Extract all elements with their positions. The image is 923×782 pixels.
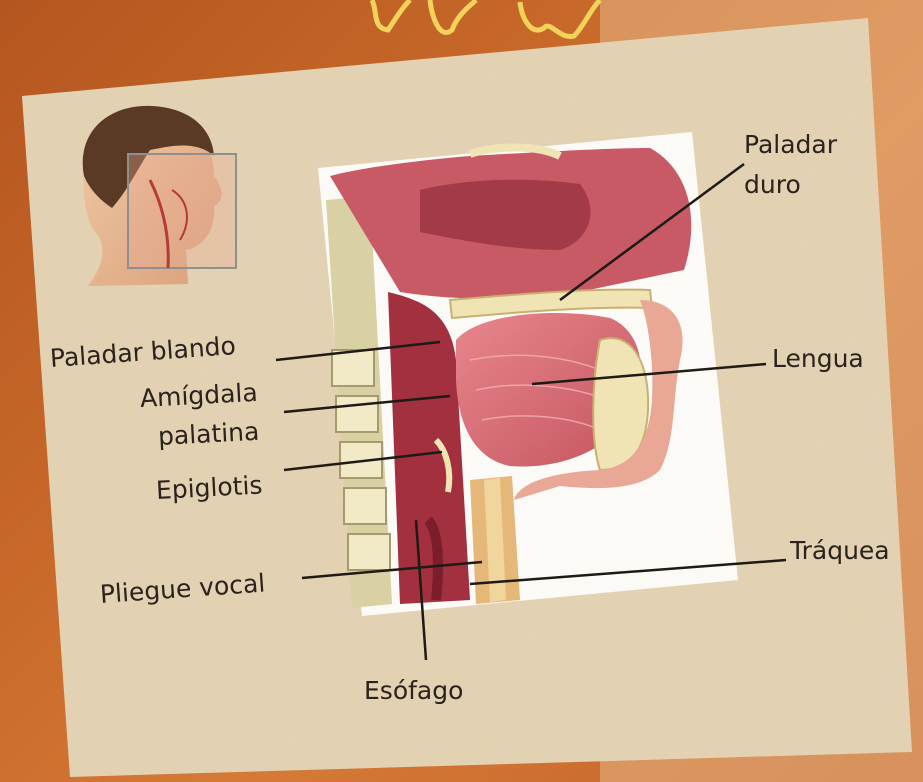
label-hard-palate-1: Paladar <box>744 130 837 159</box>
label-epiglottis: Epiglotis <box>155 470 263 505</box>
label-hard-palate-2: duro <box>744 170 801 199</box>
zoom-frame <box>128 154 236 268</box>
anatomy-panel <box>318 132 738 616</box>
label-tonsil-2: palatina <box>157 417 260 451</box>
label-tongue: Lengua <box>772 344 864 373</box>
label-tonsil-1: Amígdala <box>139 378 258 413</box>
label-trachea: Tráquea <box>790 536 890 565</box>
label-esophagus: Esófago <box>364 676 463 705</box>
